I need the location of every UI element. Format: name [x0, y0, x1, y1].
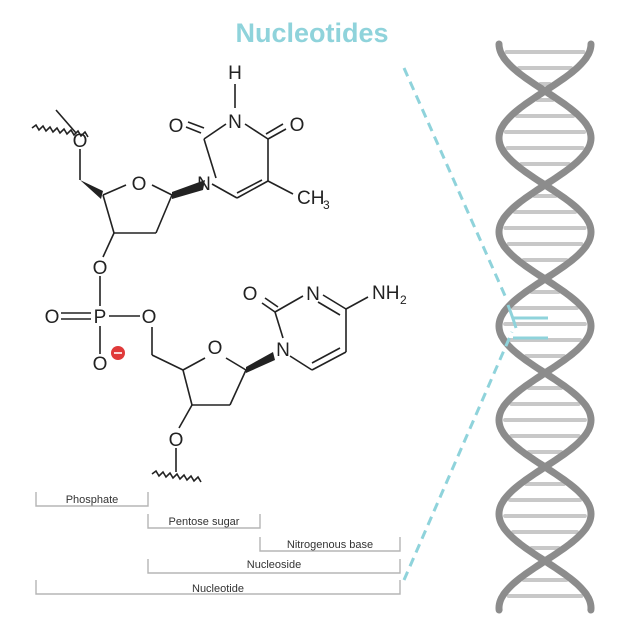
label-phosphate: Phosphate — [66, 494, 119, 506]
atom-phosphorus: P — [94, 307, 107, 328]
negative-charge-icon — [111, 346, 125, 360]
atom-amine-nh: NH — [372, 283, 399, 304]
atom-o-ester: O — [142, 307, 157, 328]
bracket-nitrogenous-base: Nitrogenous base — [259, 537, 401, 552]
atom-thymine-n1: N — [197, 174, 211, 195]
molecule-bonds — [31, 84, 369, 483]
bracket-nucleotide: Nucleotide — [35, 580, 401, 595]
atom-o5: O — [73, 131, 88, 152]
label-nucleotide: Nucleotide — [192, 583, 244, 595]
atom-ring-o: O — [132, 174, 147, 195]
atom-amine-subscript: 2 — [400, 293, 407, 307]
range-brackets: Phosphate Pentose sugar Nitrogenous base… — [35, 492, 401, 595]
atom-labels: O O O P O O O O O H N N O O CH 3 O N N N… — [45, 63, 407, 451]
stereo-wedges — [80, 180, 275, 373]
atom-ring2-o: O — [208, 338, 223, 359]
atom-thymine-o4: O — [290, 115, 305, 136]
label-pentose-sugar: Pentose sugar — [169, 516, 240, 528]
atom-o-double: O — [45, 307, 60, 328]
atom-cytosine-n1: N — [276, 340, 290, 361]
zoom-lines — [402, 67, 514, 581]
bracket-phosphate: Phosphate — [35, 492, 149, 507]
atom-cytosine-n3: N — [306, 284, 320, 305]
highlighted-nucleotide — [506, 304, 548, 340]
atom-o3: O — [93, 258, 108, 279]
atom-thymine-n3: N — [228, 112, 242, 133]
helix-strands — [495, 40, 595, 614]
page-title: Nucleotides — [235, 18, 388, 48]
bracket-nucleoside: Nucleoside — [147, 559, 401, 574]
atom-methyl-ch: CH — [297, 188, 324, 209]
dna-double-helix-icon — [495, 40, 595, 614]
helix-strand-a — [495, 40, 595, 614]
atom-h: H — [228, 63, 242, 84]
bracket-pentose-sugar: Pentose sugar — [147, 514, 261, 529]
atom-o-minus: O — [93, 354, 108, 375]
atom-methyl-subscript: 3 — [323, 198, 330, 212]
helix-rungs — [503, 50, 587, 598]
atom-o3-lower: O — [169, 430, 184, 451]
label-nucleoside: Nucleoside — [247, 559, 301, 571]
label-nitrogenous-base: Nitrogenous base — [287, 539, 373, 551]
helix-strand-b — [495, 40, 595, 614]
atom-thymine-o2: O — [169, 116, 184, 137]
atom-cytosine-o2: O — [243, 284, 258, 305]
